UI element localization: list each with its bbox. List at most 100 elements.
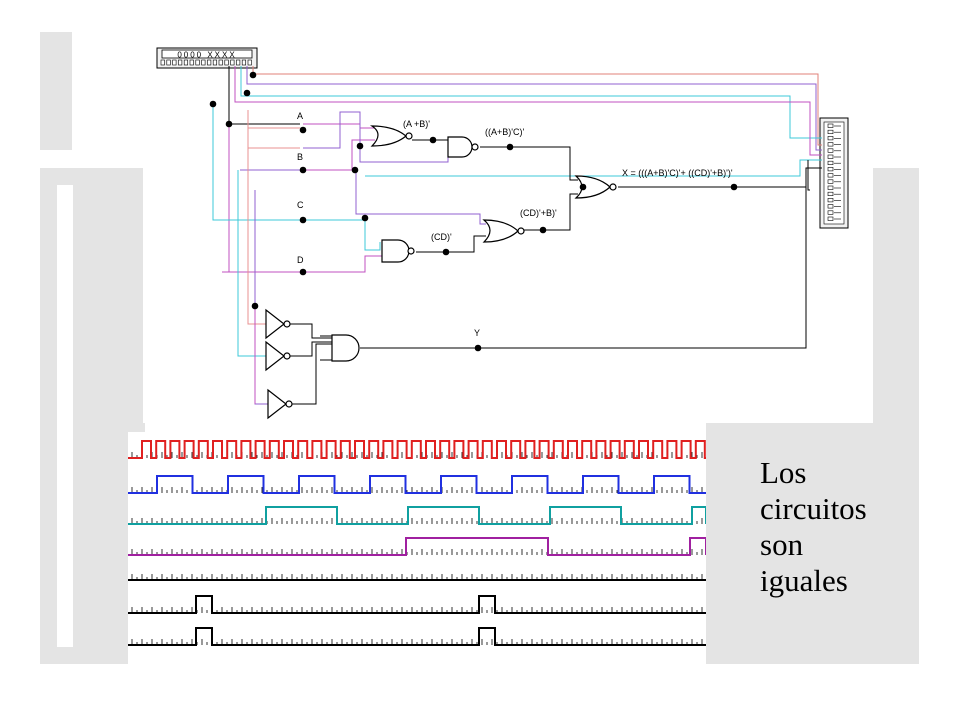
junction-dot bbox=[251, 302, 259, 310]
label-output-x: X = (((A+B)'C)'+ ((CD)'+B)')' bbox=[622, 168, 733, 178]
caption-line-3: son bbox=[760, 527, 804, 562]
wire-cyan-top bbox=[240, 66, 822, 139]
generator-pin bbox=[195, 59, 200, 66]
frame-bottom bbox=[706, 420, 919, 664]
junction-dot bbox=[579, 183, 587, 191]
generator-pin bbox=[166, 59, 171, 66]
timing-trace bbox=[128, 440, 706, 459]
word-generator[interactable]: 0000 XXXX bbox=[156, 47, 258, 69]
label-input-b: B bbox=[297, 152, 303, 162]
generator-pin bbox=[212, 59, 217, 66]
label-output-y: Y bbox=[474, 328, 480, 338]
wire-pink-a bbox=[247, 110, 300, 129]
label-nand-abc: ((A+B)'C)' bbox=[485, 127, 524, 137]
nor-gate-ab[interactable] bbox=[370, 125, 407, 147]
generator-pin bbox=[218, 59, 223, 66]
analyzer-pin bbox=[827, 179, 834, 184]
label-nor-ab: (A +B)' bbox=[403, 119, 430, 129]
wire-inv2 bbox=[237, 170, 266, 357]
wire-black-x bbox=[807, 160, 810, 191]
generator-pin bbox=[230, 59, 235, 66]
caption-line-2: circuitos bbox=[760, 491, 867, 526]
wire-inv3-out bbox=[292, 343, 332, 405]
wire-bus bbox=[228, 124, 303, 273]
junction-dot bbox=[539, 226, 547, 234]
circuit-diagram: 0000 XXXX bbox=[156, 47, 849, 420]
junction-dot bbox=[299, 166, 307, 174]
label-input-a: A bbox=[297, 111, 303, 121]
inverter-2[interactable] bbox=[265, 340, 285, 372]
inverter-3[interactable] bbox=[267, 388, 287, 420]
junction-dot bbox=[225, 120, 233, 128]
junction-dot bbox=[351, 166, 359, 174]
timing-diagram bbox=[128, 432, 707, 664]
analyzer-pin bbox=[827, 148, 834, 153]
analyzer-pin bbox=[827, 154, 834, 159]
analyzer-pin bbox=[827, 142, 834, 147]
timing-trace bbox=[128, 506, 707, 525]
junction-dots bbox=[209, 71, 738, 352]
generator-pin bbox=[224, 59, 229, 66]
analyzer-pin bbox=[827, 198, 834, 203]
frame-left-inner bbox=[57, 185, 73, 647]
generator-pin bbox=[178, 59, 183, 66]
logic-analyzer[interactable] bbox=[819, 117, 849, 229]
analyzer-pin bbox=[827, 173, 834, 178]
wire-a-nor bbox=[303, 123, 375, 129]
wire-b-nand3 bbox=[355, 170, 486, 225]
label-nand-cdb: (CD)'+B)' bbox=[520, 208, 557, 218]
generator-pin bbox=[201, 59, 206, 66]
junction-dot bbox=[209, 100, 217, 108]
generator-pin bbox=[207, 59, 212, 66]
frame-top-right bbox=[871, 168, 919, 172]
nand-gate-abc[interactable] bbox=[447, 136, 473, 158]
slide-caption: Los circuitos son iguales bbox=[760, 455, 930, 599]
caption-line-4: iguales bbox=[760, 563, 848, 598]
analyzer-pin bbox=[827, 191, 834, 196]
junction-dot bbox=[429, 136, 437, 144]
junction-dot bbox=[474, 344, 482, 352]
junction-dot bbox=[730, 183, 738, 191]
wire-cyan-left bbox=[212, 104, 303, 221]
word-generator-pins bbox=[160, 59, 252, 66]
generator-pin bbox=[189, 59, 194, 66]
wire-inv3 bbox=[254, 190, 268, 405]
word-generator-label: 0000 XXXX bbox=[177, 51, 236, 60]
analyzer-pin bbox=[827, 129, 834, 134]
analyzer-pin bbox=[827, 185, 834, 190]
generator-pin bbox=[236, 59, 241, 66]
timing-trace bbox=[128, 475, 706, 494]
wire-cd-d bbox=[303, 255, 382, 273]
nor-gate-cdb[interactable] bbox=[482, 219, 519, 243]
junction-dot bbox=[299, 216, 307, 224]
caption-line-1: Los bbox=[760, 455, 807, 490]
wire-inv1 bbox=[247, 128, 266, 325]
wire-b-nor bbox=[303, 139, 375, 171]
junction-dot bbox=[356, 142, 364, 150]
and-gate-y[interactable] bbox=[331, 334, 360, 362]
inverter-1[interactable] bbox=[265, 308, 285, 340]
timing-trace bbox=[128, 627, 706, 646]
analyzer-pin bbox=[827, 136, 834, 141]
junction-dot bbox=[299, 268, 307, 276]
analyzer-pin bbox=[827, 204, 834, 209]
wire-magenta-top bbox=[234, 66, 822, 156]
junction-dot bbox=[299, 126, 307, 134]
wire-purple-top bbox=[246, 66, 822, 151]
junction-dot bbox=[506, 143, 514, 151]
circuit-canvas: 0000 XXXX bbox=[143, 45, 873, 423]
logic-analyzer-pins bbox=[827, 123, 841, 221]
timing-waveforms bbox=[128, 440, 707, 646]
frame-top-left bbox=[40, 32, 72, 150]
wire-y-out bbox=[360, 170, 807, 349]
wire-inv1-out bbox=[290, 323, 332, 339]
wire-c-nand2 bbox=[303, 219, 381, 251]
nand-gate-cd[interactable] bbox=[381, 239, 410, 263]
wire-black-top bbox=[228, 66, 300, 125]
timing-trace bbox=[128, 537, 707, 556]
junction-dot bbox=[361, 214, 369, 222]
label-nand-cd: (CD)' bbox=[431, 232, 452, 242]
generator-pin bbox=[247, 59, 252, 66]
generator-pin bbox=[183, 59, 188, 66]
junction-dot bbox=[249, 71, 257, 79]
